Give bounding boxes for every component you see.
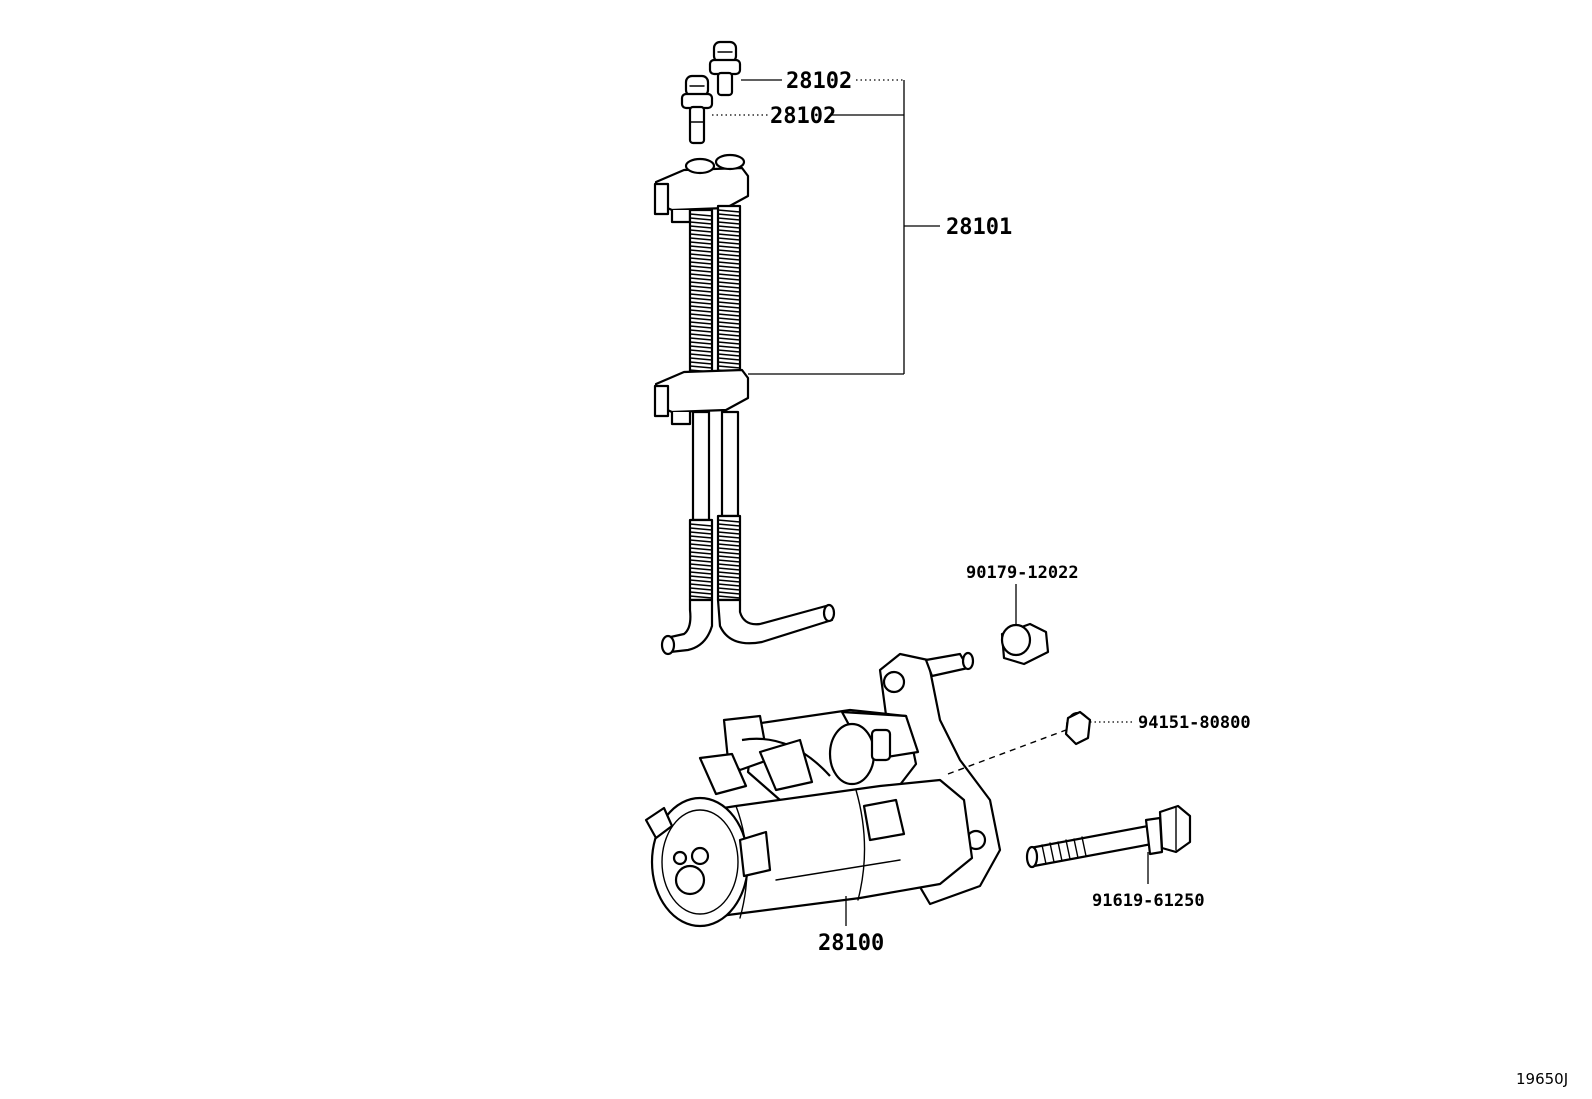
cap-94151: [1064, 710, 1092, 746]
callout-28102-lower: 28102: [770, 104, 836, 129]
terminal-cap-lower: [680, 74, 714, 145]
leader-lines: [712, 79, 1149, 926]
figure-code: 19650J: [1516, 1070, 1568, 1088]
starter-motor: [644, 651, 1002, 928]
callout-91619-61250: 91619-61250: [1092, 891, 1205, 911]
terminal-cap-upper: [708, 40, 742, 97]
callout-28101: 28101: [946, 215, 1012, 240]
bolt-91619: [1025, 804, 1192, 869]
starter-wire-harness: [653, 153, 836, 656]
callout-94151-80800: 94151-80800: [1138, 713, 1251, 733]
callout-28102-upper: 28102: [786, 69, 852, 94]
nut-90179: [1000, 622, 1050, 666]
callout-90179-12022: 90179-12022: [966, 563, 1079, 583]
callout-28100: 28100: [818, 931, 884, 956]
alignment-line: [947, 729, 1067, 775]
